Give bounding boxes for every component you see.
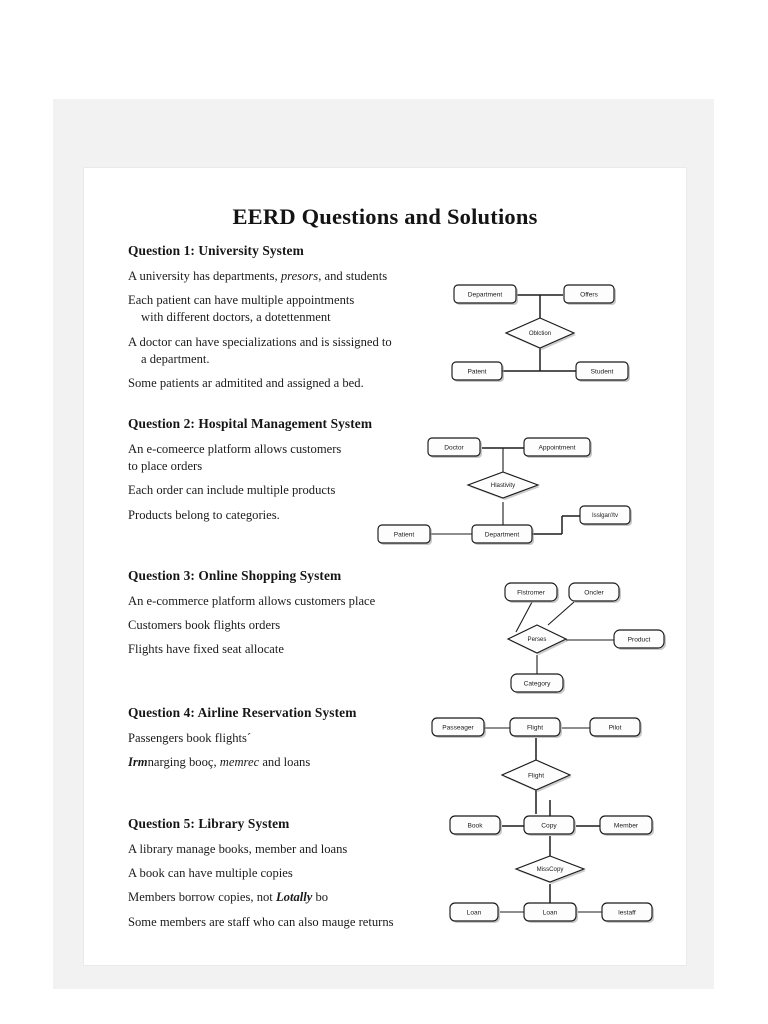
er-relationship-label: MissCopy (537, 866, 565, 873)
question-line: A book can have multiple copies (128, 866, 293, 881)
er-entity-label: Department (485, 531, 520, 538)
question-line: An e-comeerce platform allows customers (128, 442, 342, 456)
italic-term: memrec (219, 755, 260, 770)
er-entity-label: Book (467, 822, 483, 829)
question-line: a department. (141, 351, 210, 366)
er-entity-label: Member (614, 822, 639, 829)
er-entity-label: Student (591, 368, 614, 375)
question-line: Flights have fixed seat allocate (128, 642, 284, 657)
er-entity-label: Isslgar//tv (592, 512, 619, 519)
er-entity-label: Flstromer (517, 589, 546, 596)
er-diagram-3: Flstromer Oncler Perses Product Category (444, 575, 666, 695)
er-entity-label: Copy (541, 822, 557, 829)
question-line: A university has departments, presors, a… (128, 269, 388, 283)
question-line: A doctor can have specializations and is… (128, 334, 392, 349)
question-heading-3: Question 3: Online Shopping System (128, 568, 342, 583)
er-entity-label: lestaff (618, 909, 636, 916)
italic-term: Lotally (275, 890, 313, 905)
question-heading-1: Question 1: University System (128, 243, 304, 258)
question-block-3: Question 3: Online Shopping System An e-… (128, 568, 448, 666)
page-title: EERD Questions and Solutions (232, 204, 538, 229)
question-line: with different doctors, a dotettenment (141, 310, 331, 325)
er-entity-label: Patent (467, 368, 486, 375)
question-block-4: Question 4: Airline Reservation System P… (128, 705, 448, 778)
question-heading-4: Question 4: Airline Reservation System (128, 705, 357, 720)
document-page[interactable]: EERD Questions and Solutions Question 1:… (84, 168, 686, 965)
er-entity-label: Flight (527, 724, 543, 731)
er-entity-label: Appointment (538, 444, 575, 451)
italic-term: Irm (128, 755, 148, 770)
question-line: Passengers book flights´ (128, 731, 252, 745)
er-relationship-label: Hlastivity (491, 482, 516, 489)
question-heading-5: Question 5: Library System (128, 816, 290, 831)
er-diagram-1: Department Offers Oblction Patent Studen… (440, 273, 640, 393)
er-entity-label: Department (468, 291, 503, 298)
er-entity-label: Offers (580, 291, 599, 298)
er-entity-label: Loan (467, 909, 482, 916)
question-line: An e-commerce platform allows customers … (128, 594, 376, 608)
question-line: Some patients ar admitited and assigned … (128, 376, 364, 391)
er-relationship-label: Flight (528, 772, 544, 779)
question-line: Customers book flights orders (128, 618, 281, 633)
question-line: Each order can include multiple products (128, 483, 336, 498)
question-block-1: Question 1: University System A universi… (128, 243, 448, 399)
question-line: Some members are staff who can also maug… (128, 914, 394, 929)
er-entity-label: Category (524, 680, 551, 687)
question-line: to place orders (128, 459, 203, 474)
er-relationship-label: Perses (528, 636, 547, 643)
er-entity-label: Patient (394, 531, 415, 538)
question-block-5: Question 5: Library System A library man… (128, 816, 448, 938)
er-entity-label: Oncler (584, 589, 604, 596)
question-line: Products belong to categories. (128, 507, 280, 522)
question-block-2: Question 2: Hospital Management System A… (128, 416, 448, 531)
question-line: Members borrow copies, not Lotally bo (128, 890, 329, 905)
question-line: Each patient can have multiple appointme… (128, 293, 355, 308)
er-diagram-5: Book Copy Member MissCopy Loan Loan (420, 800, 654, 938)
question-heading-2: Question 2: Hospital Management System (128, 416, 373, 431)
question-line: A library manage books, member and loans (128, 842, 348, 856)
question-line: Irmnarging booç, memrec and loans (128, 755, 311, 770)
italic-term: presors (280, 269, 319, 283)
page-content: EERD Questions and Solutions Question 1:… (84, 168, 686, 965)
er-entity-label: Loan (543, 909, 558, 916)
er-entity-label: Pilot (609, 724, 622, 731)
er-entity-label: Product (628, 636, 651, 643)
er-relationship-label: Oblction (529, 330, 551, 337)
